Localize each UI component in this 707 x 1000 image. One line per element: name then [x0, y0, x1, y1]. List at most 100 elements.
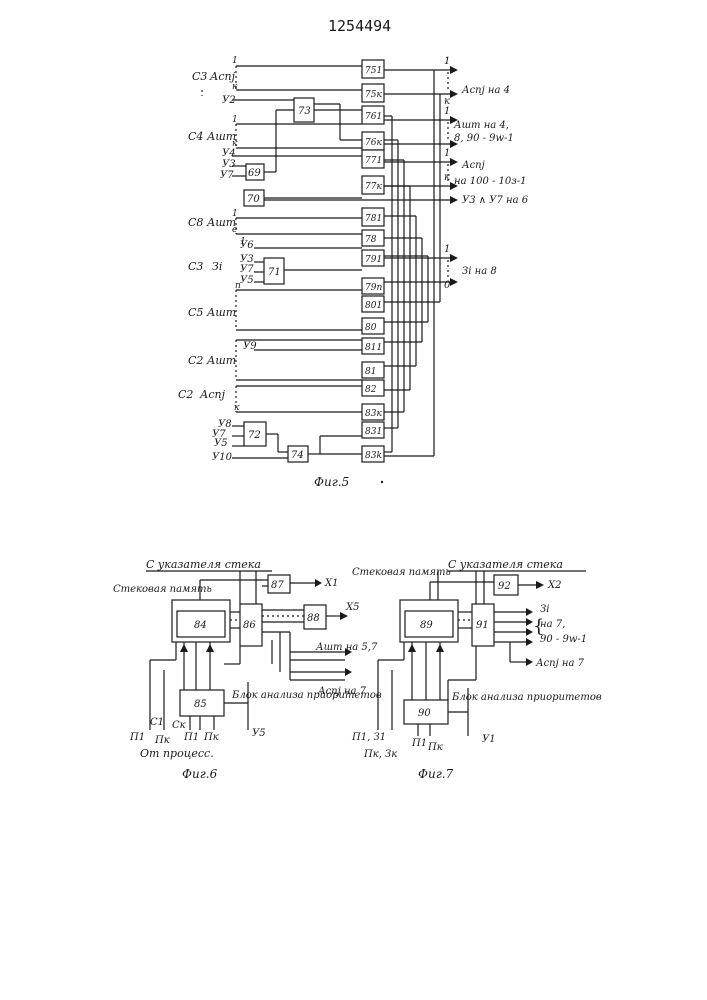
input-label: П1	[411, 738, 427, 749]
output-mark: к	[444, 172, 450, 183]
output-label: Зi	[540, 604, 549, 615]
element-label: 791	[365, 255, 382, 265]
brace-icon: {	[533, 616, 544, 637]
fig6-input-labels: П1 С1 Пк Ск П1 Пк У5	[129, 717, 266, 746]
output-label: на 100 - 10з-1	[454, 176, 526, 187]
block-label: 92	[498, 581, 511, 592]
element-label: 831	[365, 427, 382, 437]
element-label: 78	[365, 235, 377, 245]
bus-mark: 1	[232, 56, 238, 66]
output-label: X5	[345, 602, 359, 613]
input-label: У1	[482, 734, 496, 745]
element-label: 811	[365, 343, 382, 353]
output-mark: 1	[444, 244, 450, 255]
output-label: У3 ∧ У7 на 6	[462, 195, 529, 206]
input-label: Пк	[154, 735, 170, 746]
fig5-vertical-buses	[384, 70, 440, 456]
group-code: С8	[188, 216, 203, 229]
input-label: Пк	[203, 732, 219, 743]
group-code: С4	[188, 130, 203, 143]
output-label: Ашт на 5,7	[315, 642, 378, 653]
element-label: 76к	[365, 138, 382, 148]
element-label: 751	[365, 66, 382, 76]
element-label: 83к	[365, 409, 382, 419]
stack-pointer-label: С указателя стека	[448, 558, 563, 571]
block-label: 85	[194, 699, 207, 710]
output-mark: 1	[444, 56, 450, 67]
input-label: У3	[222, 159, 236, 170]
fig7-input-labels: П1, З1 Пк, Зк П1 Пк У1	[351, 732, 496, 760]
output-label: X2	[547, 580, 561, 591]
block-label: 74	[291, 450, 304, 461]
figure-caption: Фиг.6	[182, 767, 218, 781]
block-label: 91	[476, 620, 489, 631]
figure-6: С указателя стека Стековая память 84 86 …	[113, 558, 382, 781]
group-signal: Зi	[212, 260, 222, 273]
output-mark: 0	[444, 280, 451, 291]
block-label: 71	[268, 267, 281, 278]
group-code: С2	[188, 354, 203, 367]
input-label: У10	[212, 452, 233, 463]
output-label: Аспj на 4	[461, 85, 510, 96]
group-code: С3	[188, 260, 203, 273]
stack-pointer-label: С указателя стека	[146, 558, 261, 571]
block-label: 86	[243, 620, 256, 631]
block-label: 69	[248, 168, 261, 179]
input-label: У7	[240, 264, 254, 275]
input-label: П1, З1	[351, 732, 386, 743]
input-label: Пк	[427, 742, 443, 753]
input-label: Пк, Зк	[363, 749, 397, 760]
input-label: П1	[129, 732, 145, 743]
fig5-element-column: 751 75к 761 76к 771 77к 781 78 791 79n 8…	[362, 60, 384, 462]
output-mark: 1	[444, 148, 450, 159]
figure-5: С3 Аспj С4 Ашт С8 Ашт С3 Зi С5 Ашт С2 Аш…	[178, 56, 529, 489]
group-signal: Ашт	[206, 306, 236, 319]
element-label: 83k	[365, 451, 382, 461]
group-signal: Аспj	[199, 388, 226, 401]
block-label: 70	[247, 194, 260, 205]
block-label: 73	[298, 106, 311, 117]
group-code: С2	[178, 388, 193, 401]
output-mark: 1	[444, 106, 450, 117]
output-label: 90 - 9w-1	[540, 634, 587, 645]
block-label: 84	[194, 620, 207, 631]
priority-block-label: Блок анализа приоритетов	[451, 692, 602, 703]
block-label: 90	[418, 708, 431, 719]
stack-memory-label: Стековая память	[113, 584, 212, 595]
group-code: С3	[192, 70, 207, 83]
output-label: 8, 90 - 9w-1	[454, 133, 514, 144]
element-label: 79n	[365, 283, 382, 293]
output-label: Аспj	[461, 160, 485, 171]
block-label: 89	[420, 620, 433, 631]
input-label: У4	[222, 148, 236, 159]
input-label: Ск	[172, 720, 186, 731]
fig5-group-labels: С3 Аспj С4 Ашт С8 Ашт С3 Зi С5 Ашт С2 Аш…	[178, 70, 236, 401]
element-label: 82	[365, 385, 377, 395]
element-label: 75к	[365, 90, 382, 100]
figure-caption: Фиг.7	[418, 767, 454, 781]
patent-number: 1254494	[328, 17, 391, 35]
priority-block-label: Блок анализа приоритетов	[231, 690, 382, 701]
input-label: У5	[214, 438, 228, 449]
block-label: 72	[248, 430, 261, 441]
fig5-logic-blocks: 73 69 70 71 72 74	[244, 98, 362, 462]
element-label: 771	[365, 156, 382, 166]
block-label: 87	[271, 580, 284, 591]
output-label: Ашт на 4,	[453, 120, 509, 131]
figure-7: С указателя стека Стековая память 89 91 …	[351, 558, 602, 781]
from-process-label: От процесс.	[140, 747, 214, 760]
element-label: 77к	[365, 182, 382, 192]
element-label: 80	[365, 323, 377, 333]
block-label: 88	[307, 613, 320, 624]
group-code: С5	[188, 306, 203, 319]
input-label: П1	[183, 732, 199, 743]
input-label: У5	[252, 728, 266, 739]
element-label: 781	[365, 214, 382, 224]
element-label: 761	[365, 112, 382, 122]
input-label: У5	[240, 275, 254, 286]
stack-memory-label: Стековая память	[352, 567, 451, 578]
group-signal: Ашт	[206, 354, 236, 367]
input-label: С1	[150, 717, 164, 728]
output-label: X1	[324, 578, 338, 589]
